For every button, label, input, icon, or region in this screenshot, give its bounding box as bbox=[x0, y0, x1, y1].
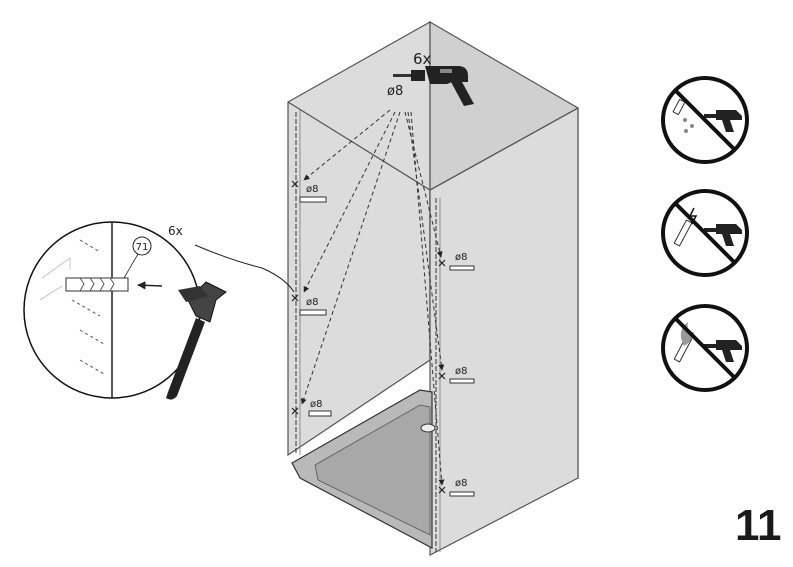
drill-diameter: ø8 bbox=[387, 84, 403, 99]
hole-label: ø8 bbox=[455, 478, 467, 489]
back-wall bbox=[287, 20, 431, 457]
step-number: 11 bbox=[735, 501, 782, 550]
top-edge bbox=[287, 101, 579, 191]
shower-tray-inner bbox=[314, 404, 431, 536]
part-number: 71 bbox=[136, 242, 149, 253]
hole-label: ø8 bbox=[455, 366, 467, 377]
no-drilling-electric-cable-icon bbox=[661, 189, 749, 277]
hole-label: ø8 bbox=[310, 399, 322, 410]
drill-icon bbox=[393, 66, 474, 106]
drill-direction-arrows bbox=[300, 109, 445, 486]
hole-marker bbox=[291, 180, 446, 494]
dowel-detail bbox=[65, 277, 129, 292]
shower-enclosure bbox=[287, 20, 579, 556]
no-drilling-gas-pipe-icon bbox=[661, 304, 749, 392]
callout-leader bbox=[194, 244, 295, 293]
drain-hole bbox=[420, 423, 436, 433]
hole-label: ø8 bbox=[306, 297, 318, 308]
wall-dowel bbox=[299, 196, 475, 497]
hole-label: ø8 bbox=[306, 184, 318, 195]
detail-quantity: 6x bbox=[168, 224, 183, 238]
drill-quantity: 6x bbox=[413, 50, 432, 68]
detail-callout: 71 6x bbox=[23, 221, 295, 400]
no-drilling-water-pipe-icon bbox=[661, 76, 749, 164]
hammer-icon bbox=[166, 281, 227, 400]
hole-label: ø8 bbox=[455, 252, 467, 263]
